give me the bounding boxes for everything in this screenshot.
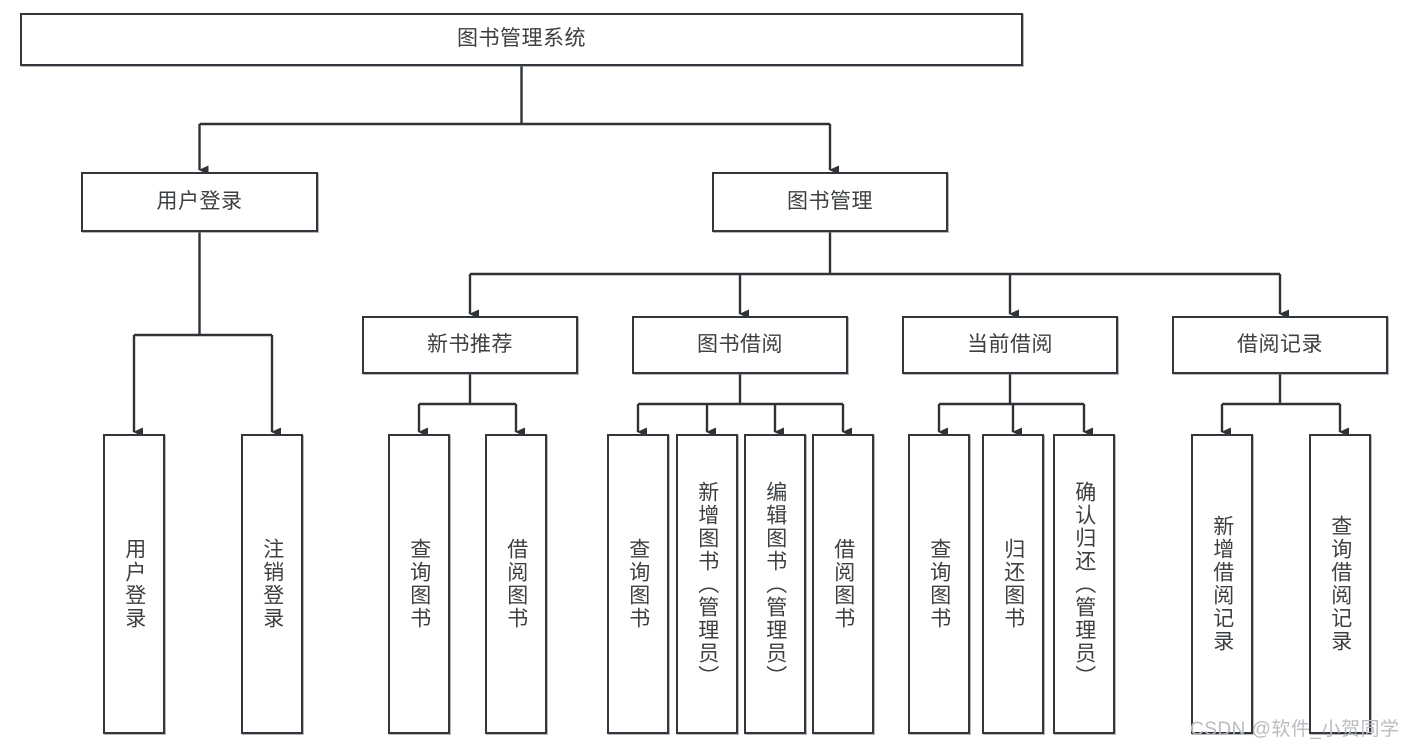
node-label: 当前借阅 [967, 332, 1053, 356]
node-leaf-login-2[interactable]: 注销登录 [241, 434, 303, 734]
node-label: 编辑图书（管理员） [763, 480, 787, 688]
csdn-watermark: CSDN @软件_小贺同学 [1190, 719, 1400, 740]
node-label: 新增图书（管理员） [695, 480, 719, 688]
node-leaf-rec-1[interactable]: 新增借阅记录 [1191, 434, 1253, 734]
node-leaf-cur-1[interactable]: 查询图书 [908, 434, 970, 734]
node-leaf-new-2[interactable]: 借阅图书 [485, 434, 547, 734]
node-newbook[interactable]: 新书推荐 [362, 316, 578, 374]
node-label: 新增借阅记录 [1210, 515, 1234, 653]
node-leaf-rec-2[interactable]: 查询借阅记录 [1309, 434, 1371, 734]
node-bookmgmt[interactable]: 图书管理 [712, 172, 948, 232]
node-label: 用户登录 [122, 538, 146, 630]
node-label: 新书推荐 [427, 332, 513, 356]
node-label: 用户登录 [156, 189, 243, 213]
node-label: 图书借阅 [697, 332, 783, 356]
node-leaf-new-1[interactable]: 查询图书 [388, 434, 450, 734]
node-leaf-bor-1[interactable]: 查询图书 [607, 434, 669, 734]
node-label: 注销登录 [260, 538, 284, 630]
node-label: 借阅记录 [1237, 332, 1323, 356]
node-leaf-bor-2[interactable]: 新增图书（管理员） [676, 434, 738, 734]
node-leaf-cur-3[interactable]: 确认归还（管理员） [1053, 434, 1115, 734]
node-leaf-bor-4[interactable]: 借阅图书 [812, 434, 874, 734]
node-label: 借阅图书 [504, 538, 528, 630]
node-current[interactable]: 当前借阅 [902, 316, 1118, 374]
node-label: 查询图书 [927, 538, 951, 630]
node-root[interactable]: 图书管理系统 [20, 13, 1023, 66]
node-label: 查询借阅记录 [1328, 515, 1352, 653]
node-leaf-bor-3[interactable]: 编辑图书（管理员） [744, 434, 806, 734]
node-label: 查询图书 [626, 538, 650, 630]
node-label: 图书管理系统 [457, 27, 586, 51]
node-label: 图书管理 [787, 189, 873, 213]
node-label: 借阅图书 [831, 538, 855, 630]
node-label: 确认归还（管理员） [1072, 480, 1096, 688]
node-records[interactable]: 借阅记录 [1172, 316, 1388, 374]
node-label: 归还图书 [1001, 538, 1025, 630]
node-leaf-cur-2[interactable]: 归还图书 [982, 434, 1044, 734]
node-login[interactable]: 用户登录 [81, 172, 318, 232]
node-borrow[interactable]: 图书借阅 [632, 316, 848, 374]
node-leaf-login-1[interactable]: 用户登录 [103, 434, 165, 734]
node-label: 查询图书 [407, 538, 431, 630]
